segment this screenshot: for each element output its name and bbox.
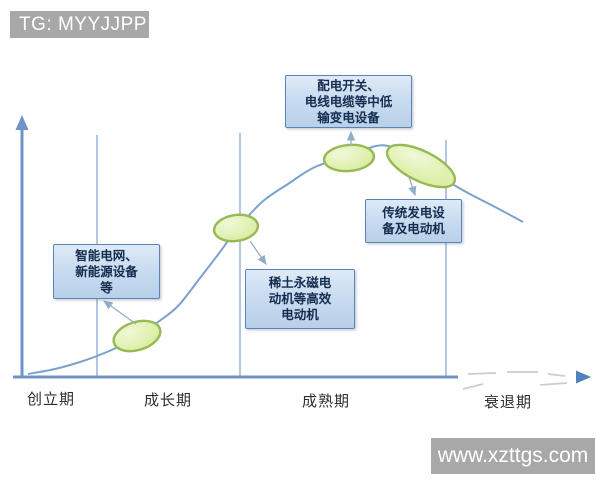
- box-smart-grid-new-energy: 智能电网、新能源设备等: [53, 244, 160, 299]
- y-axis-arrowhead-icon: [15, 115, 29, 130]
- stage-ellipse-2: [212, 213, 260, 243]
- faint-dash-1: [467, 372, 497, 375]
- annotation-box-line: 动机等高效: [268, 292, 332, 306]
- faint-dash-3: [547, 373, 566, 377]
- annotation-box-line: 备及电动机: [382, 222, 445, 236]
- faint-dash-4: [462, 383, 484, 390]
- stage-label-2: 成长期: [143, 392, 193, 409]
- annotation-box-line: 稀土永磁电: [268, 276, 332, 290]
- stage-label-3: 成熟期: [301, 393, 351, 410]
- annotation-box-line: 配电开关、: [317, 78, 380, 93]
- annotation-box-line: 新能源设备: [75, 264, 138, 279]
- annotation-box-line: 等: [100, 280, 113, 295]
- stage-ellipse-4: [385, 143, 457, 189]
- box-traditional-generation: 传统发电设备及电动机: [365, 199, 462, 243]
- faint-dash-5: [539, 382, 568, 386]
- x-axis-arrowhead-icon: [576, 370, 591, 384]
- stage-label-1: 创立期: [26, 391, 76, 408]
- connector-arrow-2: [249, 240, 267, 266]
- box-rare-earth-motors: 稀土永磁电动机等高效电动机: [245, 269, 355, 329]
- annotation-box-line: 电动机: [281, 308, 319, 322]
- annotation-box-line: 电线电缆等中低: [304, 94, 393, 109]
- watermark-bottom: www.xzttgs.com: [431, 438, 595, 474]
- stage-label-4: 衰退期: [483, 394, 533, 411]
- connector-arrow-1: [102, 300, 137, 325]
- stage-ellipse-1: [112, 319, 162, 353]
- connector-arrow-4: [408, 176, 417, 197]
- annotation-box-line: 传统发电设: [382, 206, 445, 220]
- annotation-box-line: 智能电网、: [75, 248, 138, 263]
- box-distribution-switch-cable: 配电开关、电线电缆等中低输变电设备: [285, 75, 412, 128]
- stage-ellipse-3: [322, 143, 376, 173]
- annotation-box-line: 输变电设备: [317, 110, 380, 125]
- watermark-top: TG: MYYJJPP: [10, 11, 149, 38]
